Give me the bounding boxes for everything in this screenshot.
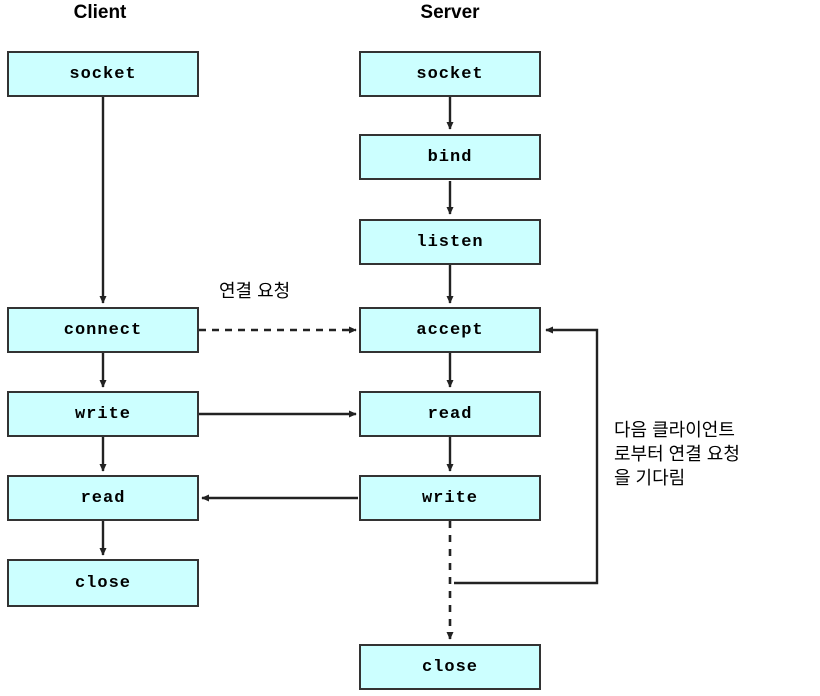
node-label: accept (416, 320, 484, 340)
node-label: write (421, 488, 478, 508)
node-server-socket: socket (359, 51, 541, 97)
node-server-read: read (359, 391, 541, 437)
node-label: connect (63, 320, 143, 340)
node-label: close (421, 657, 478, 677)
node-label: read (427, 404, 473, 424)
edge-loop-back-to-accept (454, 326, 599, 585)
node-client-close: close (7, 559, 199, 607)
node-label: close (74, 573, 131, 593)
node-label: socket (69, 64, 137, 84)
edge-label-connection-request: 연결 요청 (219, 281, 291, 301)
node-label: listen (416, 232, 484, 252)
node-client-write: write (7, 391, 199, 437)
server-column-title: Server (420, 2, 480, 23)
node-client-socket: socket (7, 51, 199, 97)
node-client-read: read (7, 475, 199, 521)
node-label: bind (427, 147, 473, 167)
node-server-listen: listen (359, 219, 541, 265)
node-server-close: close (359, 644, 541, 690)
node-server-accept: accept (359, 307, 541, 353)
node-server-bind: bind (359, 134, 541, 180)
node-label: write (74, 404, 131, 424)
node-client-connect: connect (7, 307, 199, 353)
node-label: socket (416, 64, 484, 84)
node-label: read (80, 488, 126, 508)
annotation-wait-next-client: 다음 클라이언트 로부터 연결 요청 을 기다림 (614, 420, 740, 488)
client-column-title: Client (73, 2, 127, 23)
node-server-write: write (359, 475, 541, 521)
